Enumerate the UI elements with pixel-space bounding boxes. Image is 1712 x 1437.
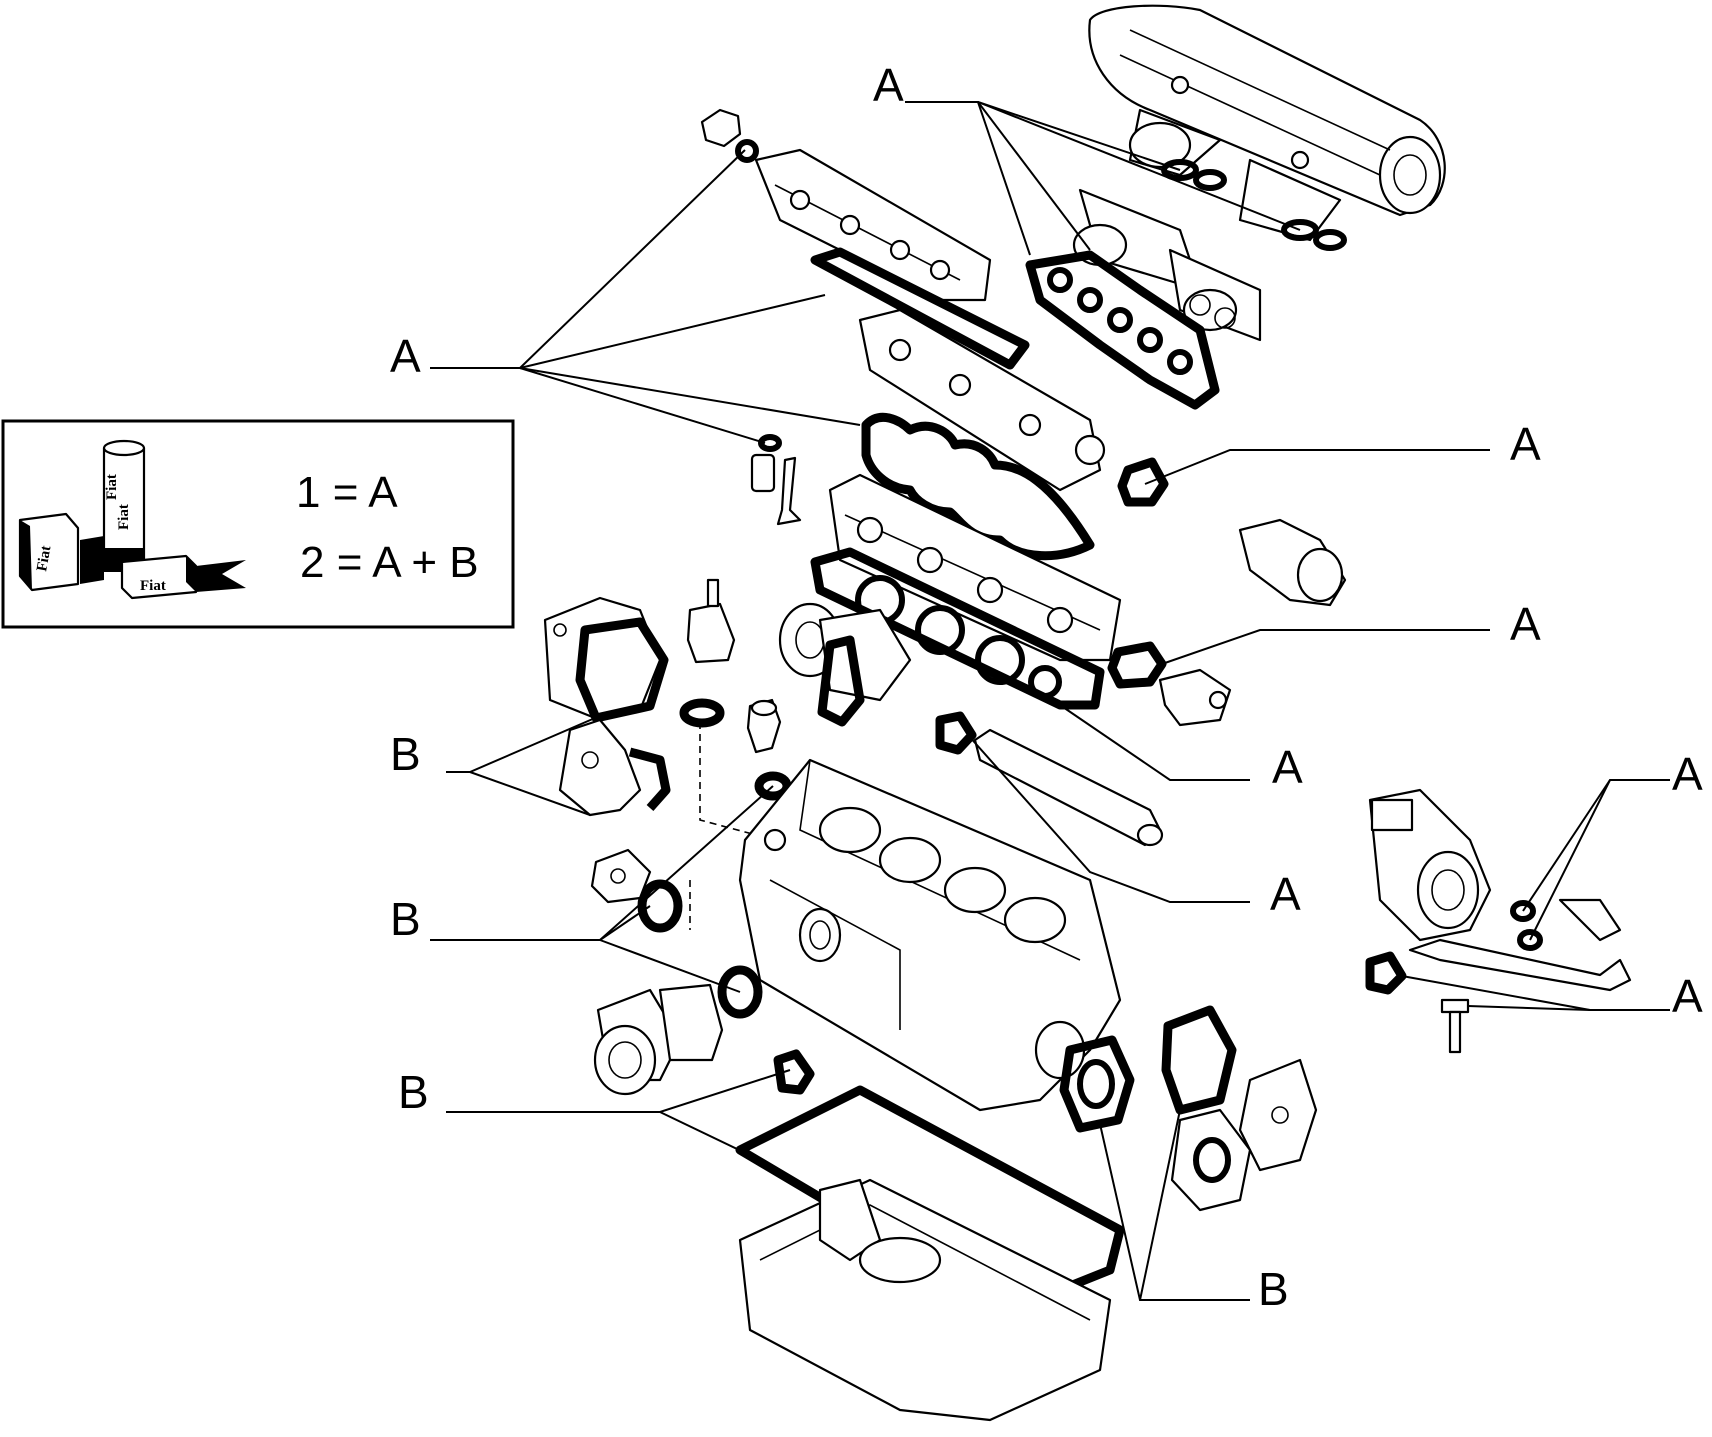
callout-b-left-1: B [390, 728, 421, 780]
cam-carrier [858, 308, 1106, 492]
outlet-small-gasket [935, 711, 977, 755]
leader-lines [430, 101, 1670, 1301]
timing-bracket [558, 718, 642, 817]
oil-seal-lower [754, 771, 792, 801]
throttle-bolt [1440, 998, 1470, 1054]
rear-cover-plate [1238, 1058, 1318, 1172]
oil-seal-upper [679, 698, 725, 728]
legend-box: Fiat Fiat Fiat Fiat 1 = A 2 = A + B [1, 419, 515, 629]
callout-a-right-3: A [1272, 741, 1303, 793]
throttle-body [1368, 788, 1492, 942]
timing-bracket-seal [628, 747, 671, 811]
callout-a-far-right-1: A [1672, 748, 1703, 800]
timing-cover [543, 596, 662, 722]
callout-b-left-3: B [398, 1066, 429, 1118]
svg-text:Fiat: Fiat [104, 474, 120, 500]
cam-cover [754, 148, 992, 302]
throttle-pipe [1408, 898, 1632, 992]
throttle-seals [1510, 900, 1543, 951]
exhaust-flange-gasket [1107, 641, 1167, 689]
cam-carrier-gasket [861, 412, 1095, 561]
callout-a-right-4: A [1270, 868, 1301, 920]
rear-housing [1170, 1108, 1252, 1212]
breather-small-gasket [773, 1049, 815, 1095]
svg-text:Fiat: Fiat [140, 578, 166, 594]
crankshaft-front-seal [637, 879, 683, 933]
callout-labels: A A A A A A A A B B B B [390, 59, 1703, 1315]
valve-parts [750, 434, 802, 526]
temperature-sender [686, 578, 736, 664]
dipstick-tube-dash [689, 722, 761, 930]
svg-text:Fiat: Fiat [34, 544, 54, 572]
callout-a-top: A [873, 59, 904, 111]
intake-plenum [1072, 4, 1446, 342]
rear-main-seal [1059, 1035, 1135, 1133]
coolant-pipe [973, 728, 1164, 847]
rear-cover-gasket [1161, 1005, 1237, 1115]
svg-text:Fiat: Fiat [116, 504, 132, 530]
thermostat-housing [1158, 518, 1347, 727]
throttle-pipe-gasket [1365, 951, 1407, 995]
thermostat-gasket [1117, 457, 1169, 507]
oil-filter-seal [717, 965, 763, 1019]
callout-a-right-1: A [1510, 418, 1541, 470]
oil-pressure-sender [746, 698, 782, 754]
fiat-product-icon: Fiat Fiat Fiat Fiat [18, 439, 246, 600]
plenum-gaskets [1161, 159, 1347, 251]
engine-block [738, 758, 1122, 1112]
callout-a-far-right-2: A [1672, 970, 1703, 1022]
head-gasket [810, 547, 1105, 710]
oil-pump-cover [590, 848, 652, 904]
callout-a-right-2: A [1510, 598, 1541, 650]
legend-line-1: 1 = A [296, 468, 398, 517]
oil-filler-cap [700, 108, 759, 163]
cam-cover-gasket [810, 247, 1030, 370]
legend-line-2: 2 = A + B [300, 538, 479, 587]
oil-filter [593, 983, 724, 1096]
callout-b-left-2: B [390, 893, 421, 945]
callout-b-bottom: B [1258, 1263, 1289, 1315]
callout-a-left: A [390, 330, 421, 382]
timing-cover-gasket [575, 617, 669, 723]
cylinder-head [828, 473, 1122, 662]
intake-manifold-gasket [1025, 250, 1220, 410]
water-pump-gasket [817, 635, 865, 727]
oil-pan [738, 1178, 1112, 1422]
